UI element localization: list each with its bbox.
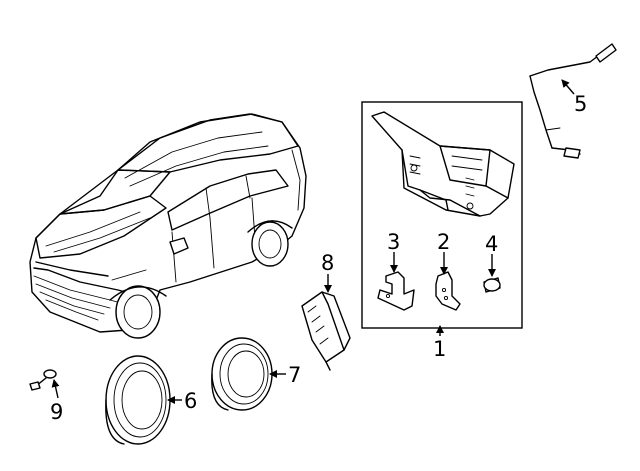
part-8-module [301, 291, 351, 371]
vehicle-illustration [29, 113, 307, 339]
callout-1: 1 [433, 337, 446, 361]
arrow-9 [51, 379, 60, 399]
part-7-speaker [211, 337, 273, 411]
callout-2: 2 [437, 230, 450, 254]
head-unit-module [371, 111, 515, 217]
callout-6: 6 [184, 389, 197, 413]
arrow-5 [561, 79, 575, 95]
callout-8: 8 [321, 251, 334, 275]
part-9-sensor [29, 369, 57, 391]
part-5-antenna-cable [529, 43, 617, 159]
callout-9: 9 [50, 400, 63, 424]
part-6-speaker [105, 355, 171, 445]
callout-3: 3 [387, 230, 400, 254]
callout-7: 7 [288, 363, 301, 387]
callout-5: 5 [574, 92, 587, 116]
part-3-bracket [377, 271, 415, 311]
part-2-bracket [435, 271, 461, 311]
part-4-cylinder [483, 277, 501, 293]
callout-4: 4 [485, 232, 498, 256]
